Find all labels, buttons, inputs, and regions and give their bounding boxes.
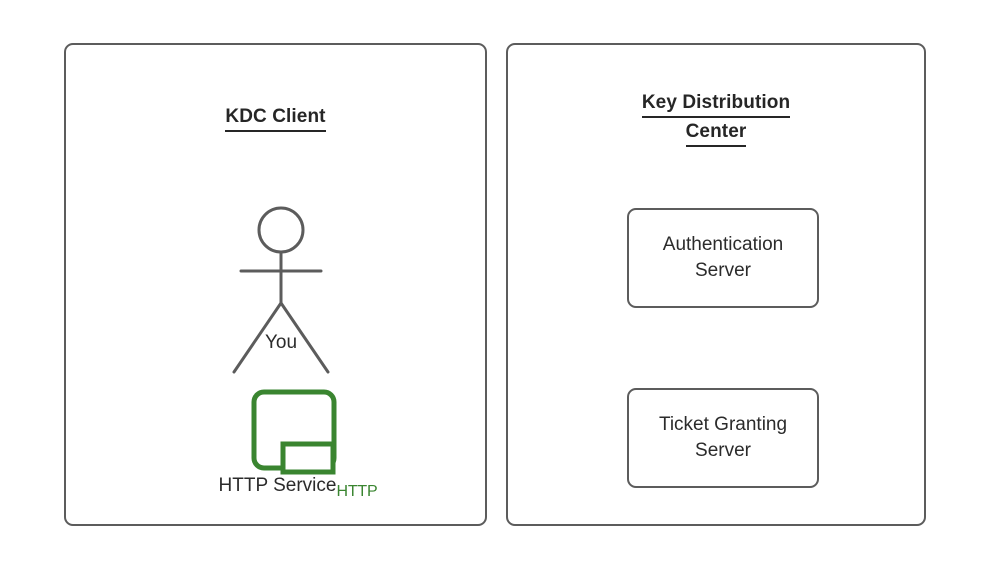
authentication-server-label: Authentication Server [662,234,784,281]
http-service-node: HTTP HTTP Service [206,381,378,501]
http-badge-label: HTTP [336,482,378,500]
kdc-client-title: KDC Client [66,103,485,132]
ticket-granting-server-box: Ticket Granting Server [627,388,819,488]
ticket-granting-server-label: Ticket Granting Server [658,414,788,461]
kdc-title-line-1: Key Distribution [641,89,791,118]
http-service-icon [206,381,349,475]
actor-label: You [264,332,298,353]
key-distribution-center-title: Key Distribution Center [508,89,924,147]
http-service-label: HTTP Service [218,475,337,496]
key-distribution-center-container: Key Distribution Center Authentication S… [506,43,926,526]
kdc-client-title-text: KDC Client [225,103,326,132]
stick-figure-icon [232,206,330,374]
kdc-client-container: KDC Client You [64,43,487,526]
actor-you: You [221,157,341,397]
authentication-server-box: Authentication Server [627,208,819,308]
kdc-title-line-2: Center [685,118,747,147]
